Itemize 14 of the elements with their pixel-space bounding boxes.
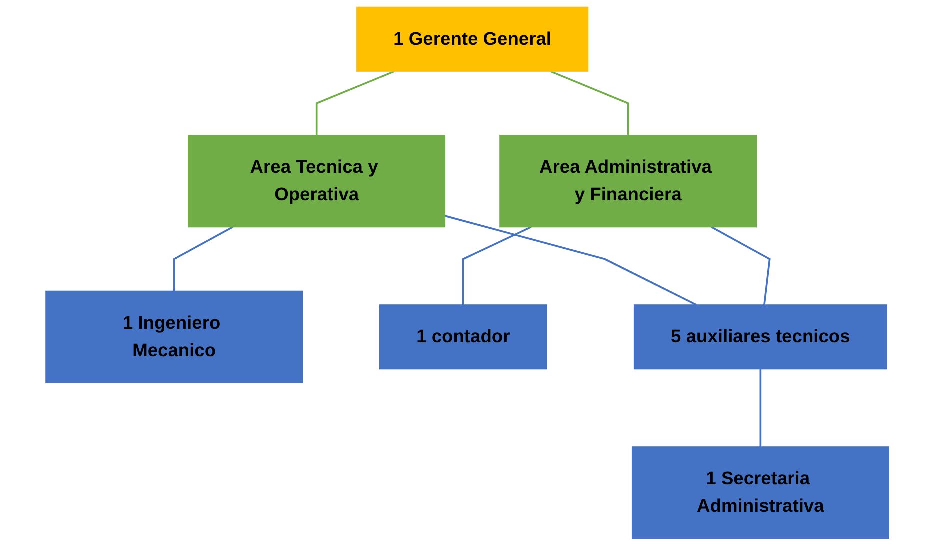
- node-box: 1 contador: [379, 304, 548, 370]
- node-box: 1 Secretaria Administrativa: [632, 446, 890, 540]
- connector: [316, 70, 396, 136]
- connector: [711, 226, 771, 306]
- node-box: Area Tecnica y Operativa: [188, 135, 446, 228]
- connector: [462, 226, 532, 306]
- node-box: Area Administrativa y Financiera: [500, 135, 758, 228]
- node-box: 5 auxiliares tecnicos: [634, 304, 888, 370]
- connector: [444, 215, 697, 306]
- connector: [760, 369, 762, 448]
- node-box: 1 Gerente General: [356, 6, 589, 72]
- connector: [173, 226, 234, 292]
- node-box: 1 Ingeniero Mecanico: [46, 290, 304, 384]
- connector: [550, 70, 630, 136]
